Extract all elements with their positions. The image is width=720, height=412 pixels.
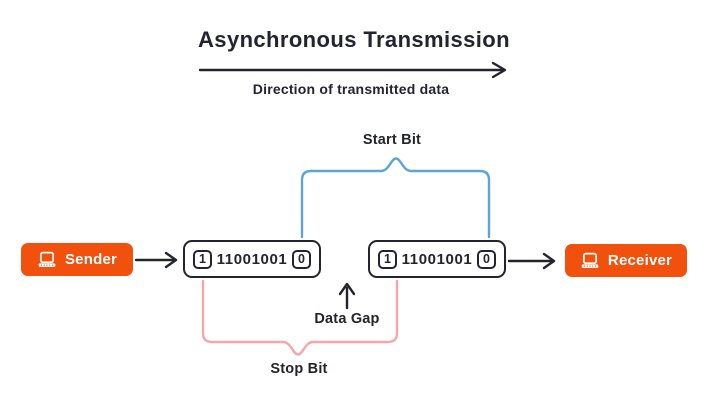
data-frame-right: 1 11001001 0 bbox=[368, 240, 506, 278]
stop-bit-box: 1 bbox=[378, 249, 397, 269]
sender-arrow bbox=[134, 251, 178, 269]
diagram-title: Asynchronous Transmission bbox=[198, 27, 510, 52]
sender-label: Sender bbox=[64, 251, 118, 268]
data-gap-label: Data Gap bbox=[314, 311, 380, 327]
data-frame-left: 1 11001001 0 bbox=[183, 240, 321, 278]
receiver-label: Receiver bbox=[607, 252, 673, 269]
start-bit-label: Start Bit bbox=[362, 132, 422, 148]
receiver-node: Receiver bbox=[565, 244, 687, 277]
stop-bit-box: 1 bbox=[193, 249, 212, 269]
start-bit-box: 0 bbox=[477, 249, 496, 269]
direction-arrow bbox=[198, 61, 507, 79]
start-bit-box: 0 bbox=[292, 249, 311, 269]
direction-label: Direction of transmitted data bbox=[252, 81, 450, 97]
data-bits: 11001001 bbox=[216, 250, 288, 268]
data-bits: 11001001 bbox=[401, 250, 473, 268]
start-bit-brace bbox=[300, 157, 491, 239]
laptop-icon bbox=[580, 252, 600, 269]
receiver-arrow bbox=[507, 252, 556, 270]
laptop-icon bbox=[37, 251, 57, 268]
stop-bit-label: Stop Bit bbox=[270, 361, 328, 377]
data-gap-arrow bbox=[338, 282, 356, 310]
sender-node: Sender bbox=[21, 243, 133, 276]
